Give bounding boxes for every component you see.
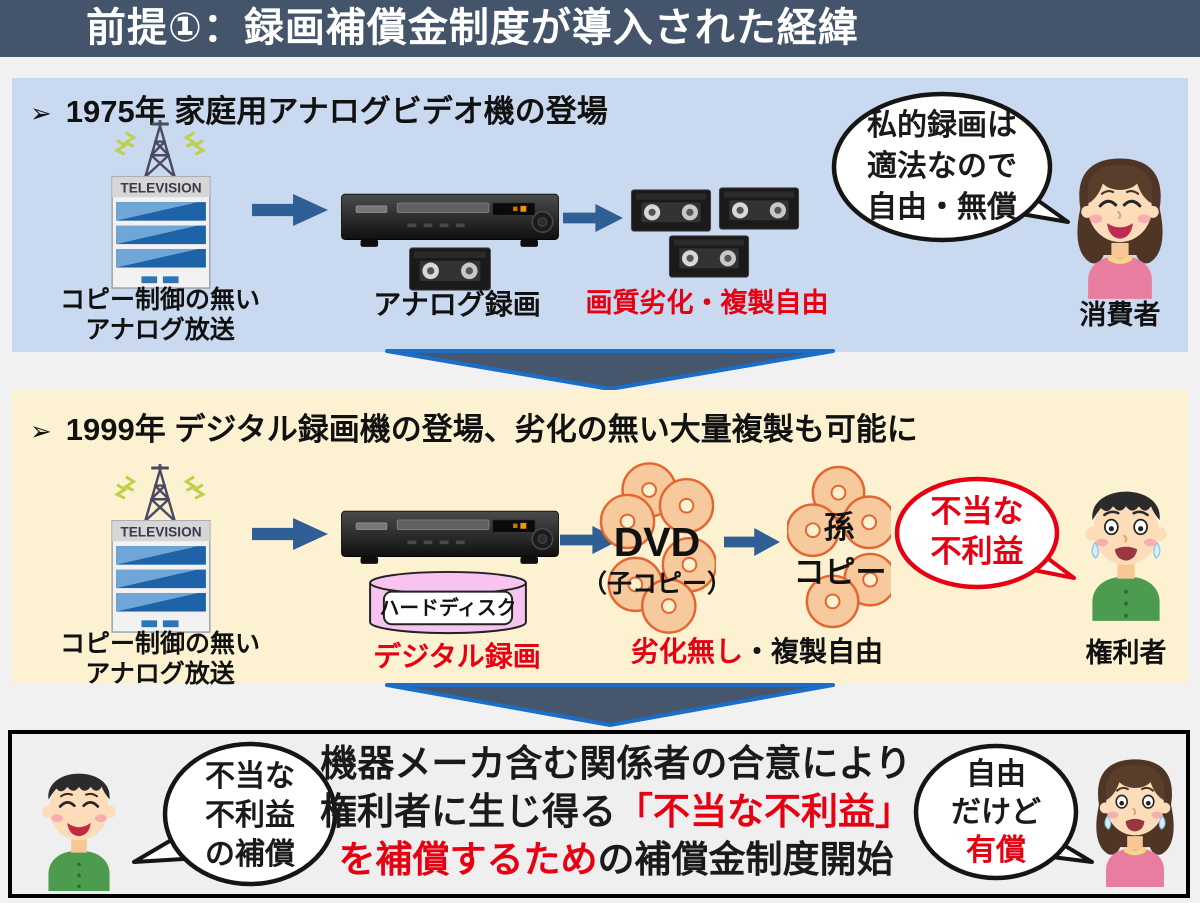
vhs-tape-icon: [630, 189, 712, 232]
tv-station-icon: TELEVISION: [111, 120, 211, 289]
digital-recording-label: デジタル録画: [373, 641, 541, 672]
bubble-line: 自由: [966, 758, 1026, 791]
consumer-speech-bubble: 私的録画は 適法なので 自由・無償: [830, 90, 1070, 252]
speech-bubble-icon: [132, 741, 338, 887]
bubble-line: 不当な: [930, 494, 1024, 529]
tv-tower: [144, 468, 176, 522]
broadcast-label-line1: コピー制御の無い: [59, 630, 260, 658]
bubble-line: 自由・無償: [867, 191, 1017, 224]
bubble-line: だけど: [951, 796, 1041, 829]
bubble-line: 適法なので: [867, 150, 1017, 183]
arrow-bullet-icon: ➢: [30, 416, 52, 446]
signal-wave-icon: [122, 475, 137, 492]
vhs-tape-icon: [718, 187, 800, 230]
tv-station-icon: TELEVISION: [111, 464, 211, 633]
section2-heading: ➢ 1999年 デジタル録画機の登場、劣化の無い大量複製も可能に: [30, 404, 918, 449]
flow-arrow-icon: [252, 194, 328, 226]
section-1975: ➢1975年 家庭用アナログビデオ機の登場 TELEVISION コピー制御の無…: [12, 78, 1188, 352]
broadcast-label-line2: アナログ放送: [85, 659, 235, 688]
conclusion-box: 不当な 不利益 の補償 機器メーカ含む関係者の合意により 権利者に生じ得る「不当…: [8, 730, 1190, 898]
vhs-tape-icon: [409, 247, 491, 291]
slide-title: 前提①：録画補償金制度が導入された経緯: [86, 6, 859, 50]
section2-heading-text: 1999年 デジタル録画機の登場、劣化の無い大量複製も可能に: [65, 412, 918, 447]
title-bar: 前提①：録画補償金制度が導入された経緯: [0, 0, 1200, 57]
broadcast-label: コピー制御の無い アナログ放送: [15, 630, 305, 689]
broadcast-label-line1: コピー制御の無い: [59, 286, 260, 314]
arrow-bullet-icon: ➢: [30, 98, 52, 128]
no-quality-loss-black: ・複製自由: [743, 636, 884, 667]
bubble-line: 不当な: [205, 760, 295, 793]
bubble-line: 不利益: [205, 799, 295, 832]
tv-sign-text: TELEVISION: [120, 524, 201, 539]
paying-consumer-illustration: [1096, 759, 1174, 887]
dvd-stack-icon: [599, 462, 716, 634]
speech-bubble-icon: [894, 476, 1076, 590]
conclusion-line1: 機器メーカ含む関係者の合意により: [320, 743, 912, 784]
flow-arrow-icon: [252, 518, 328, 550]
harddisk-label: ハードディスク: [380, 596, 517, 619]
rightsholder-illustration: [1085, 491, 1167, 621]
flow-arrow-icon: [563, 204, 623, 232]
grandchild-copy-label-bottom: コピー: [793, 555, 887, 590]
no-quality-loss-red: 劣化無し: [630, 636, 743, 667]
conclusion-line3: を補償するための補償金制度開始: [338, 839, 894, 880]
video-recorder-icon: [341, 510, 559, 564]
rightsholder-speech-bubble: 不当な 不利益: [893, 476, 1077, 604]
dvd-child-copy-label: （子コピー）: [581, 570, 732, 598]
dvd-label: DVD: [613, 519, 701, 565]
no-quality-loss-label: 劣化無し・複製自由: [587, 635, 927, 668]
conclusion-line2: 権利者に生じ得る「不当な不利益」: [320, 791, 912, 832]
dvd-stack-icon: [787, 465, 891, 629]
bubble-line: の補償: [205, 838, 295, 871]
video-recorder-icon: [341, 193, 559, 247]
conclusion-statement: 機器メーカ含む関係者の合意により 権利者に生じ得る「不当な不利益」 を補償するた…: [290, 740, 942, 884]
compensated-rightsholder-illustration: [42, 773, 116, 891]
section-transition-arrow-icon: [385, 683, 835, 727]
speech-bubble-icon: [831, 91, 1070, 243]
section-1999: ➢ 1999年 デジタル録画機の登場、劣化の無い大量複製も可能に TELEVISI…: [12, 390, 1188, 688]
paid-speech-bubble: 自由 だけど 有償: [912, 742, 1096, 890]
rightsholder-label: 権利者: [1085, 638, 1167, 668]
broadcast-label: コピー制御の無い アナログ放送: [15, 286, 305, 345]
tv-tower: [144, 124, 176, 178]
vhs-tape-icon: [668, 235, 750, 278]
consumer-label: 消費者: [1079, 300, 1161, 330]
consumer-illustration: [1077, 158, 1163, 299]
analog-recording-label: アナログ録画: [373, 289, 541, 320]
bubble-line: 私的録画は: [867, 109, 1017, 142]
signal-wave-icon: [122, 131, 137, 148]
grandchild-copy-label-top: 孫: [823, 510, 855, 545]
bubble-line: 有償: [966, 834, 1026, 867]
section-transition-arrow-icon: [385, 349, 835, 391]
compensation-speech-bubble: 不当な 不利益 の補償: [130, 740, 338, 894]
tv-sign-text: TELEVISION: [120, 180, 201, 195]
flow-arrow-icon: [724, 528, 780, 556]
speech-bubble-icon: [913, 743, 1094, 881]
bubble-line: 不利益: [930, 534, 1024, 569]
harddisk-icon: ハードディスク: [369, 570, 527, 635]
broadcast-label-line2: アナログ放送: [85, 315, 235, 344]
quality-loss-label: 画質劣化・複製自由: [585, 288, 829, 318]
